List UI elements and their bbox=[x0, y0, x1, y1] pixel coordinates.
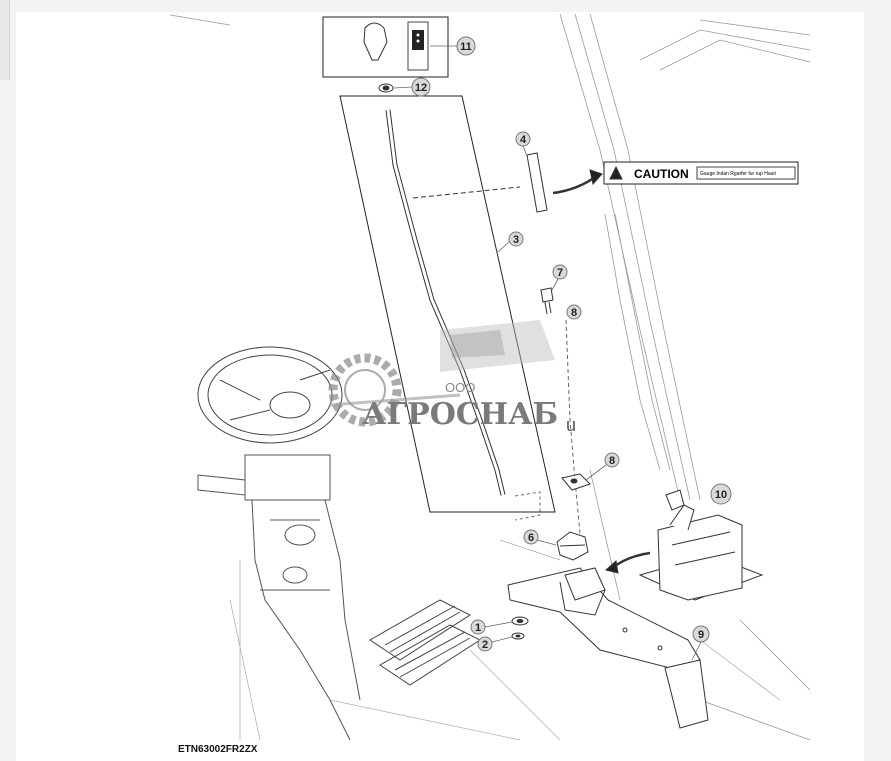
watermark bbox=[328, 320, 555, 427]
callout-4: 4 bbox=[520, 134, 527, 146]
callouts bbox=[411, 36, 732, 652]
callout-6: 6 bbox=[528, 532, 534, 544]
parts-diagram: 11 12 4 3 7 8 8 10 6 1 2 9 CAUTION Gauge… bbox=[169, 13, 811, 755]
cab-pillar-lines bbox=[169, 13, 811, 741]
callout-3: 3 bbox=[513, 234, 519, 246]
shift-rod-panel bbox=[339, 95, 556, 513]
knob-detail-box bbox=[322, 16, 449, 78]
left-panel-edge bbox=[0, 0, 10, 80]
callout-9: 9 bbox=[698, 629, 704, 641]
callout-2: 2 bbox=[482, 639, 488, 651]
part-10-boot bbox=[638, 489, 764, 601]
watermark-suffix: u bbox=[566, 415, 576, 435]
callout-circle-3 bbox=[508, 231, 524, 247]
callout-1: 1 bbox=[475, 622, 481, 634]
caution-decal bbox=[603, 161, 799, 185]
callout-circle-6 bbox=[523, 529, 539, 545]
callout-11: 11 bbox=[460, 41, 472, 53]
watermark-name: АГРОСНАБ bbox=[362, 397, 558, 432]
callout-circle-2 bbox=[477, 636, 493, 652]
part-7-bolt bbox=[540, 287, 554, 315]
part-12-nut bbox=[378, 83, 394, 93]
steering-column bbox=[197, 454, 361, 741]
caution-label: CAUTION bbox=[634, 167, 689, 181]
linkage-dash-line bbox=[514, 319, 583, 556]
callout-8b: 8 bbox=[609, 455, 615, 467]
part-9-plate bbox=[507, 567, 709, 729]
callout-circle-8a bbox=[566, 304, 582, 320]
callout-12: 12 bbox=[415, 82, 427, 94]
boot-arrow bbox=[604, 551, 651, 574]
brake-pedals bbox=[369, 599, 482, 686]
part-4-sleeve bbox=[526, 152, 603, 213]
callout-10: 10 bbox=[715, 489, 727, 501]
steering-wheel bbox=[197, 346, 343, 444]
caution-small-text: Gauge Indan Rgarfer fur rup Hauri bbox=[700, 171, 776, 177]
callout-circle-10 bbox=[710, 483, 732, 505]
floor-lines bbox=[229, 539, 781, 741]
callout-7: 7 bbox=[557, 267, 563, 279]
callout-circle-7 bbox=[552, 264, 568, 280]
part-8-bracket bbox=[561, 473, 591, 491]
watermark-prefix: ООО bbox=[445, 380, 475, 395]
callout-8a: 8 bbox=[571, 307, 577, 319]
callout-circle-8b bbox=[604, 452, 620, 468]
part-1-2-washers bbox=[511, 616, 529, 640]
figure-code: ETN63002FR2ZX bbox=[178, 744, 258, 755]
callout-leaders bbox=[393, 45, 702, 661]
diagram-sheet: 11 12 4 3 7 8 8 10 6 1 2 9 CAUTION Gauge… bbox=[16, 12, 864, 761]
part-6-knob bbox=[556, 531, 589, 561]
